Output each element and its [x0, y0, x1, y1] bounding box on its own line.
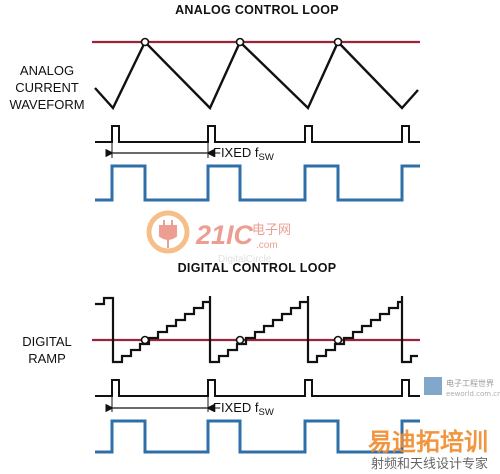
watermark-eeworld: 电子工程世界 eeworld.com.cn	[424, 377, 500, 398]
watermark-corner-big: 易迪拓培训	[368, 428, 488, 456]
digital-title: DIGITAL CONTROL LOOP	[178, 261, 337, 275]
analog-clock-pulses	[95, 125, 420, 143]
digital-label-line-2: RAMP	[28, 351, 66, 366]
digital-fixed-fsw-label: FIXED fSW	[213, 400, 274, 418]
digital-ramp-waveform	[95, 296, 418, 364]
watermark-eeworld-cn: 电子工程世界	[446, 378, 494, 388]
watermark-eeworld-badge	[424, 377, 442, 395]
watermark-cn: 电子网	[252, 223, 291, 238]
digital-clock-pulses	[95, 379, 420, 397]
analog-current-waveform	[94, 39, 419, 111]
digital-pwm-output	[95, 419, 420, 454]
watermark-corner: 易迪拓培训 射频和天线设计专家	[368, 428, 488, 472]
watermark-eeworld-url: eeworld.com.cn	[446, 390, 500, 398]
digital-crossing-point	[235, 335, 245, 345]
digital-label-line-1: DIGITAL	[22, 334, 72, 349]
watermark-corner-small: 射频和天线设计专家	[371, 456, 488, 472]
analog-label-line-2: CURRENT	[15, 80, 79, 95]
analog-label-line-1: ANALOG	[20, 63, 74, 78]
watermark-circle	[146, 210, 190, 254]
analog-title: ANALOG CONTROL LOOP	[175, 3, 339, 17]
watermark-faint: DigitalCircle	[218, 254, 272, 265]
digital-crossing-point	[140, 335, 150, 345]
analog-pwm-output	[95, 164, 420, 202]
analog-fixed-fsw-label: FIXED fSW	[213, 145, 274, 163]
analog-crossing-point	[140, 37, 150, 47]
watermark-url: .com	[256, 240, 278, 251]
watermark-21ic: 21IC 电子网 .com DigitalCircle	[146, 210, 291, 265]
analog-crossing-point	[235, 37, 245, 47]
plug-icon	[159, 220, 177, 248]
digital-crossing-point	[333, 335, 343, 345]
analog-label-line-3: WAVEFORM	[9, 97, 84, 112]
analog-crossing-point	[333, 37, 343, 47]
watermark-logo: 21IC	[195, 220, 254, 250]
